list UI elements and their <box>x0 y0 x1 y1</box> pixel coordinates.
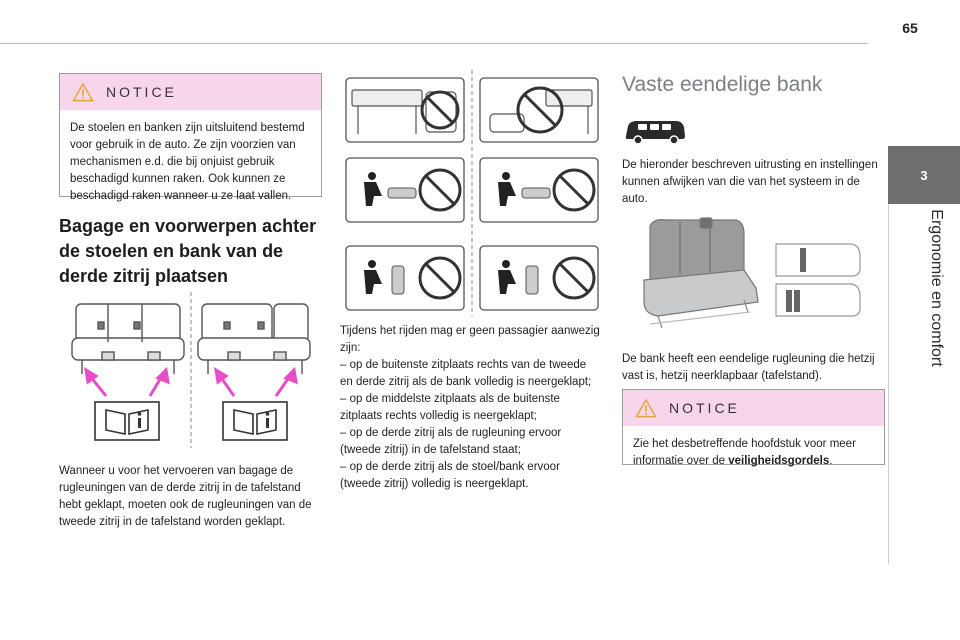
fixed-bench-body-text: De bank heeft een eendelige rugleuning d… <box>622 351 884 385</box>
body-line: – op de buitenste zitplaats rechts van d… <box>340 359 587 371</box>
section-heading-fixed-bench: Vaste eendelige bank <box>622 73 823 96</box>
notice-label: NOTICE <box>669 400 740 416</box>
notice-line: De stoelen en banken zijn uitsluitend be… <box>70 122 305 134</box>
heading-line: Bagage en voorwerpen achter <box>59 216 317 236</box>
notice-box-right: NOTICE Zie het desbetreffende hoofdstuk … <box>622 389 885 467</box>
body-line: auto. <box>622 193 648 205</box>
prohibited-icon <box>516 86 564 134</box>
body-line: Tijdens het rijden mag er geen passagier… <box>340 325 600 337</box>
luggage-body-text: Wanneer u voor het vervoeren van bagage … <box>59 463 329 531</box>
notice-line: Zie het desbetreffende hoofdstuk voor me… <box>633 438 856 450</box>
body-line: Wanneer u voor het vervoeren van bagage … <box>59 465 294 477</box>
notice-line: beschadigd kunnen raken. Ook kunnen ze <box>70 173 286 185</box>
notice-text: De stoelen en banken zijn uitsluitend be… <box>60 110 321 213</box>
section-heading-luggage: Bagage en voorwerpen achter de stoelen e… <box>59 214 329 289</box>
notice-text: Zie het desbetreffende hoofdstuk voor me… <box>623 426 884 478</box>
passenger-restrictions-text: Tijdens het rijden mag er geen passagier… <box>340 323 602 493</box>
notice-line-suffix: . <box>829 455 833 467</box>
arrow-icon <box>83 366 298 397</box>
notice-line: voor gebruik in de auto. Ze zijn voorzie… <box>70 139 296 151</box>
chapter-tab[interactable]: 3 <box>888 146 960 204</box>
page-number: 65 <box>902 20 918 36</box>
body-line: zitplaats rechts volledig is neergeklapt… <box>340 410 537 422</box>
seat-fold-illustration <box>71 292 311 448</box>
prohibited-icon <box>420 90 460 130</box>
body-line: De hieronder beschreven uitrusting en in… <box>622 159 878 171</box>
body-line: (tweede zitrij) volledig is neergeklapt. <box>340 478 529 490</box>
warning-icon <box>635 398 657 418</box>
notice-line-prefix: informatie over de <box>633 455 729 467</box>
heading-line: derde zitrij plaatsen <box>59 266 229 286</box>
body-line: tweede zitrij in de tafelstand worden ge… <box>59 516 286 528</box>
prohibited-icon <box>418 256 596 300</box>
header-rule <box>0 43 868 44</box>
notice-line: beschadigd raken wanneer u ze laat valle… <box>70 190 292 202</box>
prohibited-seating-illustration <box>345 70 599 316</box>
fixed-bench-intro-text: De hieronder beschreven uitrusting en in… <box>622 157 884 208</box>
bench-seat <box>643 217 759 329</box>
seat-person-icon <box>364 172 516 206</box>
notice-label: NOTICE <box>106 84 177 100</box>
body-line: en derde zitrij als de bank volledig is … <box>340 376 592 388</box>
seat-belts-link[interactable]: veiligheidsgordels <box>728 455 830 467</box>
van-icon <box>625 121 685 145</box>
notice-header: NOTICE <box>60 74 321 110</box>
body-line: kunnen afwijken van die van het systeem … <box>622 176 860 188</box>
notice-box-left: NOTICE De stoelen en banken zijn uitslui… <box>59 73 322 202</box>
bench-seat-illustration <box>643 217 861 329</box>
body-line: hebt geklapt, moeten ook de rugleuningen… <box>59 499 312 511</box>
chapter-title: Ergonomie en comfort <box>928 209 945 367</box>
bench-rear-view-right <box>197 303 311 374</box>
warning-icon <box>72 82 94 102</box>
notice-header: NOTICE <box>623 390 884 426</box>
body-line: zijn: <box>340 342 361 354</box>
body-line: De bank heeft een eendelige rugleuning d… <box>622 353 875 365</box>
body-line: – op de middelste zitplaats als de buite… <box>340 393 560 405</box>
body-line: vast is, hetzij neerklapbaar (tafelstand… <box>622 370 823 382</box>
body-line: – op de derde zitrij als de rugleuning e… <box>340 427 562 439</box>
notice-line: mechanismen e.d. die bij onjuist gebruik <box>70 156 275 168</box>
prohibited-icon <box>418 168 596 212</box>
bench-rear-view-left <box>71 303 185 374</box>
body-line: rugleuningen van de derde zitrij in de t… <box>59 482 301 494</box>
body-line: (tweede zitrij) in de tafelstand staat; <box>340 444 521 456</box>
table-position-seat <box>489 89 593 134</box>
body-line: – op de derde zitrij als de stoel/bank e… <box>340 461 560 473</box>
chapter-side-rule <box>888 204 889 564</box>
heading-line: de stoelen en bank van de <box>59 241 284 261</box>
notice-line: informatie over de veiligheidsgordels. <box>633 453 874 470</box>
seat-person-icon <box>364 260 516 294</box>
